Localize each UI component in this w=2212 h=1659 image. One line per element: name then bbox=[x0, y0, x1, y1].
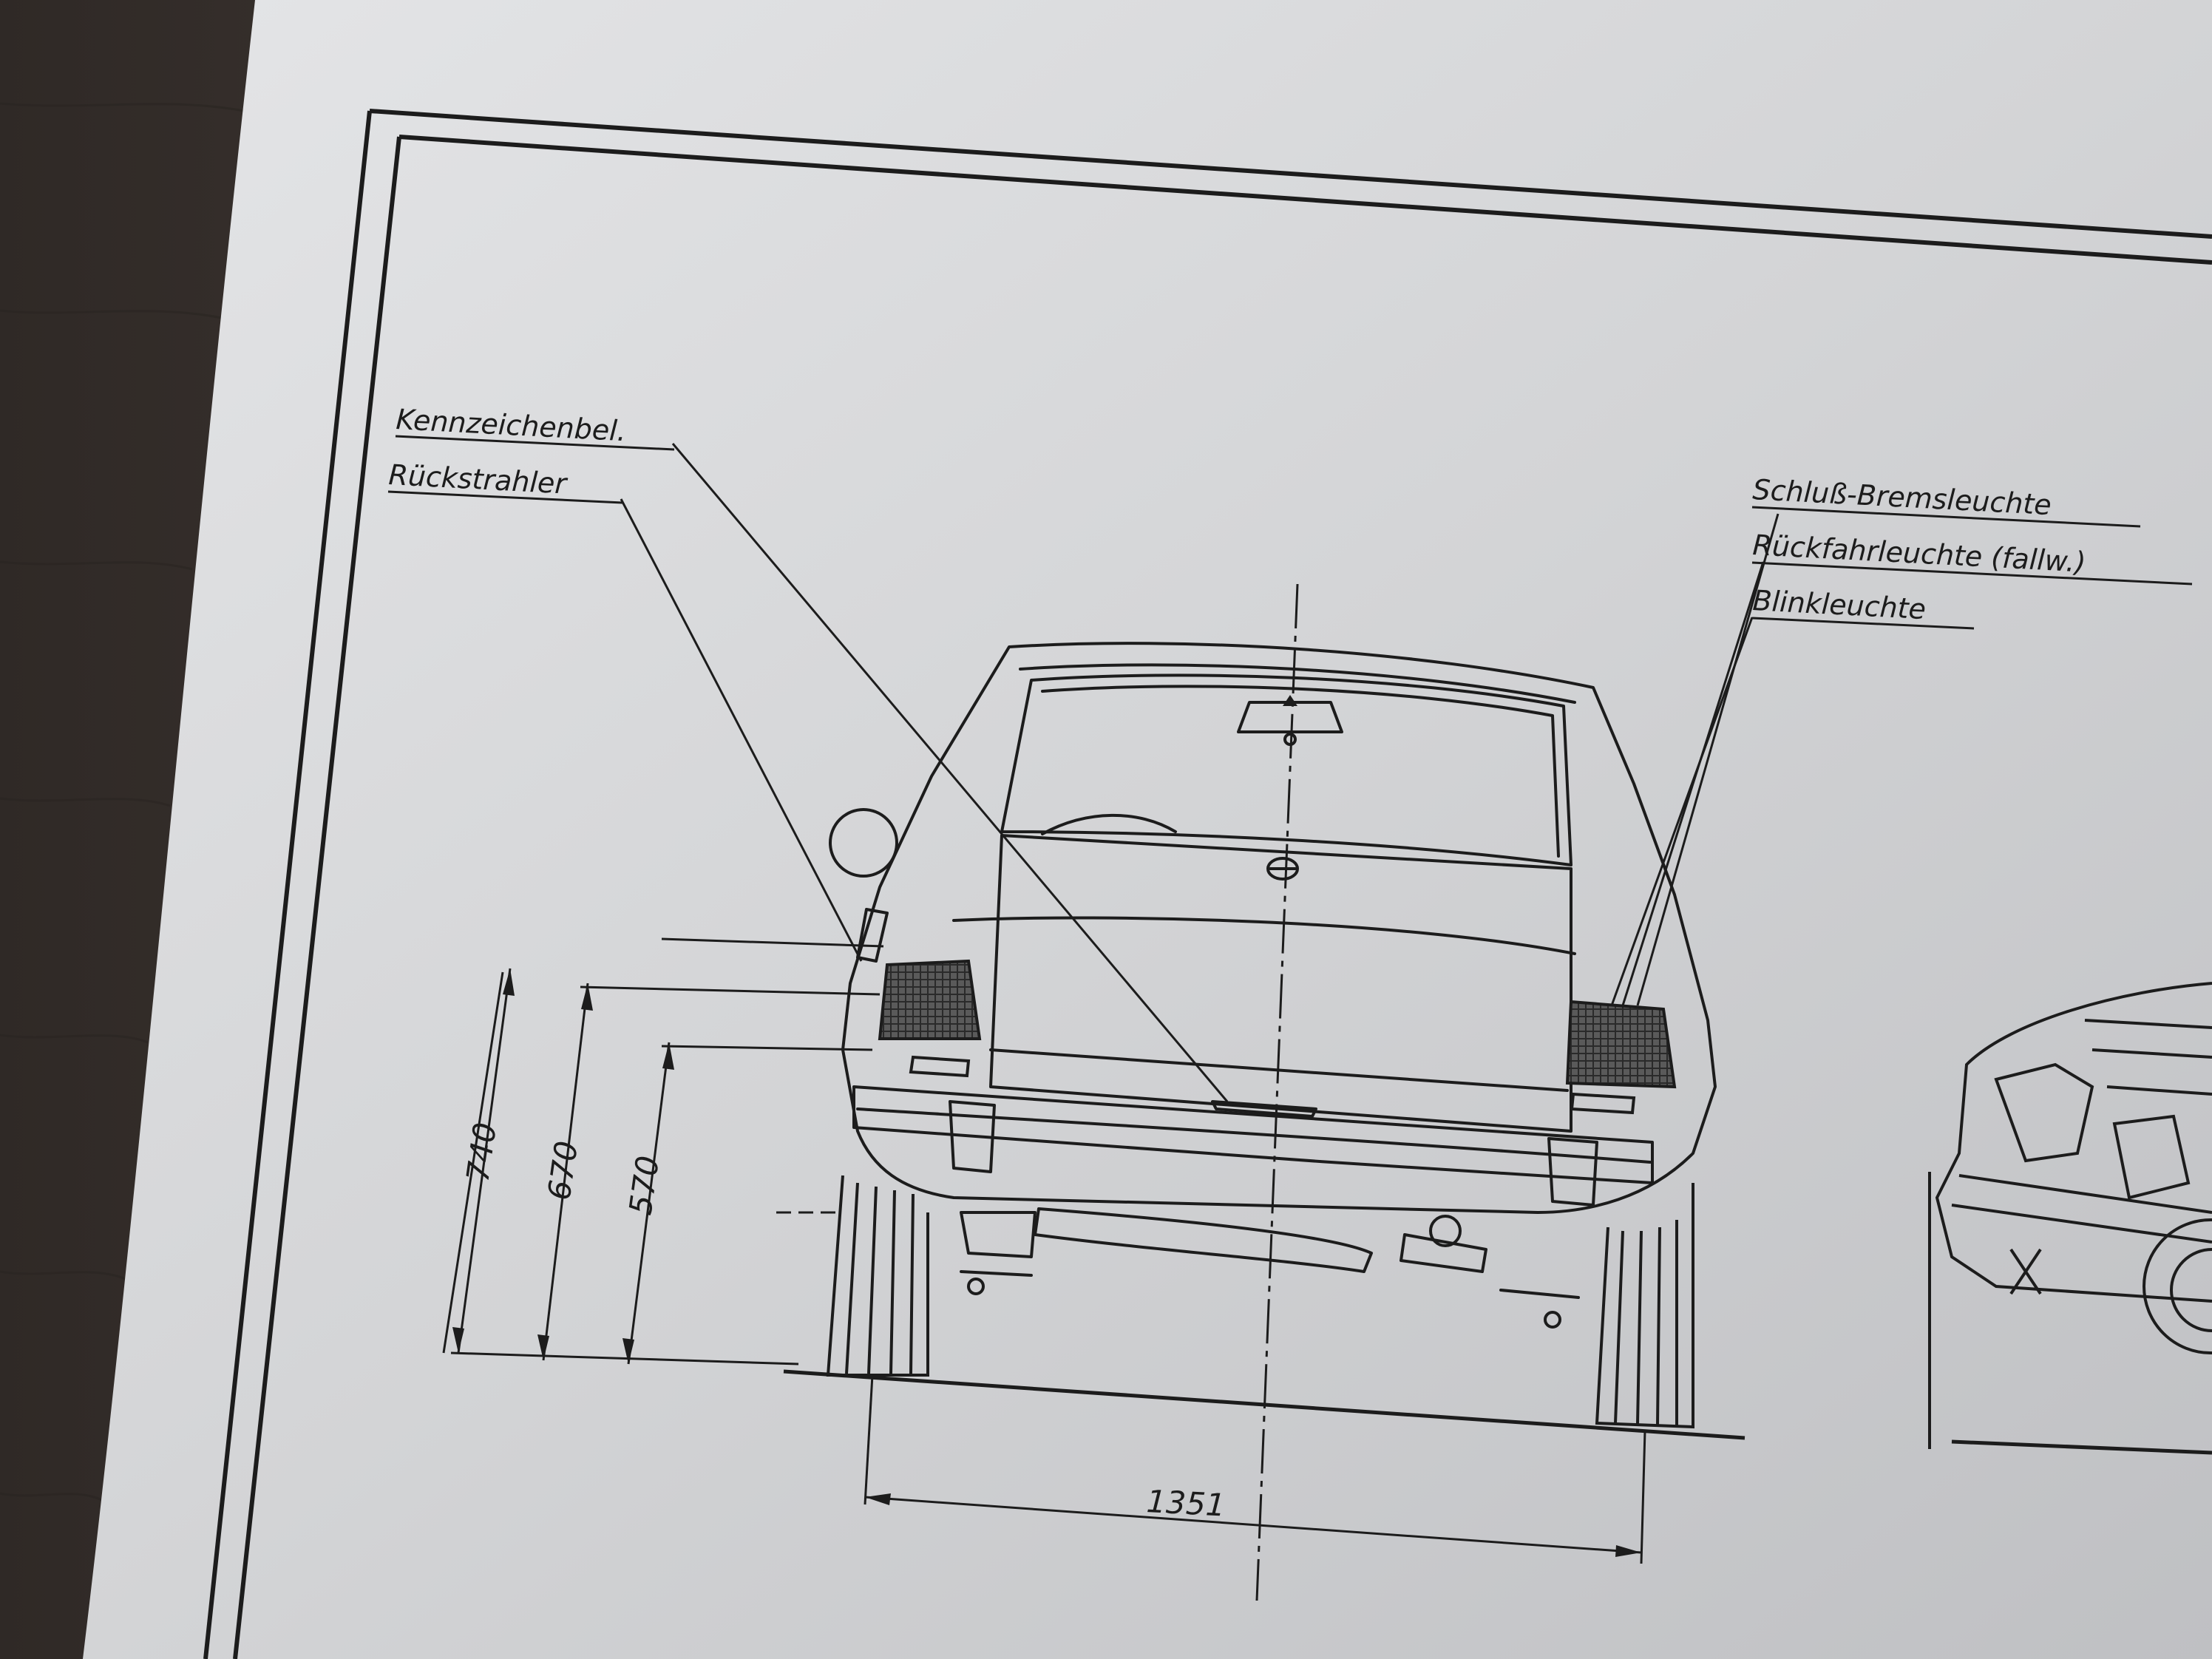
tire-left bbox=[826, 1175, 929, 1377]
tire-right bbox=[1595, 1183, 1694, 1429]
center-line bbox=[1255, 583, 1299, 1601]
tail-lamps bbox=[878, 959, 1677, 1115]
fuel-cap bbox=[829, 808, 898, 878]
dim-740: 740 bbox=[459, 1120, 503, 1184]
trunk-lid bbox=[989, 834, 1573, 1133]
rear-mirror bbox=[1237, 701, 1343, 733]
track-dimension bbox=[864, 1374, 1646, 1564]
drawing-frame bbox=[203, 109, 2212, 1659]
dim-670: 670 bbox=[540, 1139, 585, 1202]
paper-sheet bbox=[83, 0, 2212, 1659]
car-body-outline bbox=[841, 642, 1717, 1214]
rear-window bbox=[1000, 674, 1573, 866]
partial-side-view bbox=[1928, 982, 2212, 1455]
leader-lines bbox=[620, 443, 1780, 1102]
dim-1351: 1351 bbox=[1145, 1483, 1226, 1524]
rear-tires bbox=[826, 1175, 1694, 1429]
rear-window-inner bbox=[1041, 685, 1560, 858]
height-dimensions bbox=[442, 937, 884, 1365]
dimension-labels: 740 670 570 1351 bbox=[459, 1120, 1226, 1523]
tail-lamp-left bbox=[878, 959, 982, 1040]
dim-570: 570 bbox=[622, 1153, 666, 1217]
tail-lamp-right bbox=[1565, 1000, 1677, 1089]
rear-bumper bbox=[852, 1085, 1654, 1184]
exhaust bbox=[1034, 1207, 1373, 1273]
